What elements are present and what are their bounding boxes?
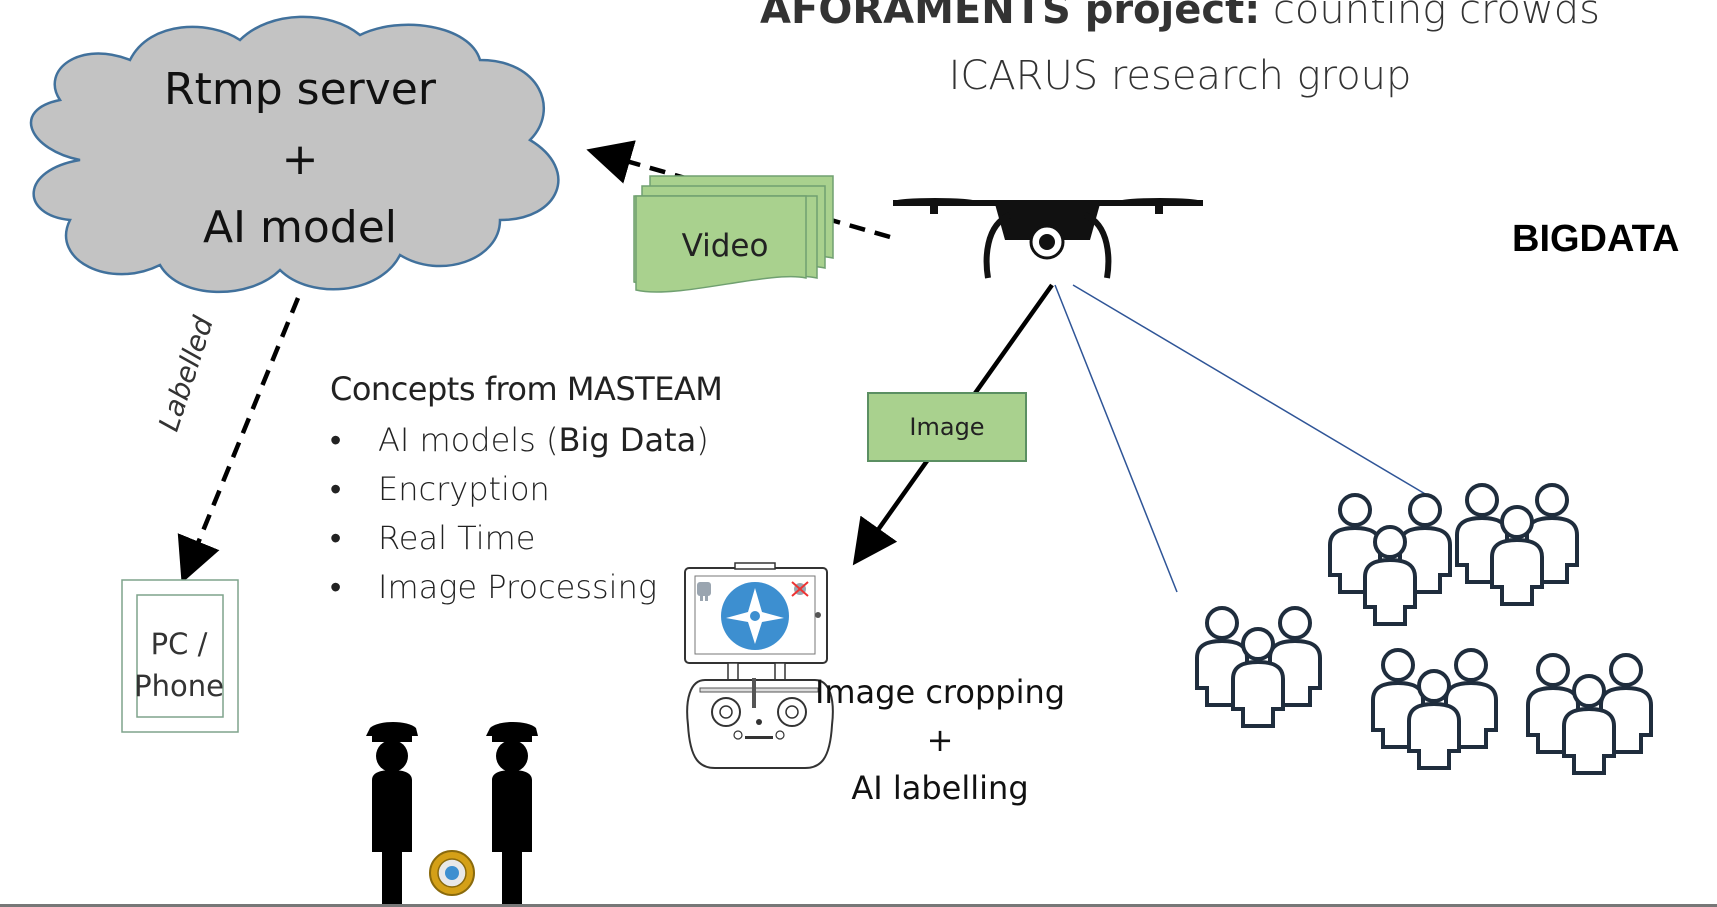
concept-item-image-processing: Image Processing xyxy=(330,563,722,612)
image-label: Image xyxy=(909,413,985,441)
crop-text-line-2: + xyxy=(926,721,954,759)
drone-line-to-crowd-right xyxy=(1072,284,1433,499)
pc-phone-label: PC / Phone xyxy=(122,623,236,707)
concept-item-ai: AI models (Big Data) xyxy=(330,416,722,465)
cloud-icon xyxy=(29,15,560,294)
drone-line-to-crowd-left xyxy=(1054,284,1178,593)
bottom-border xyxy=(0,904,1717,907)
concept-item-ai-post: ) xyxy=(696,421,709,459)
crop-labelling-text: Image cropping + AI labelling xyxy=(800,668,1080,812)
title-project-subtitle: counting crowds xyxy=(1260,0,1600,33)
concept-item-realtime: Real Time xyxy=(330,514,722,563)
labelled-arrow xyxy=(177,297,301,584)
pc-phone-label-line-2: Phone xyxy=(134,669,224,703)
video-label: Video xyxy=(681,228,769,264)
cloud-label-line-1: Rtmp server xyxy=(164,64,436,115)
cloud-label-line-2: + xyxy=(281,134,319,185)
concepts-heading: Concepts from MASTEAM xyxy=(330,370,723,408)
police-icon xyxy=(366,722,538,907)
title-line-2: ICARUS research group xyxy=(948,53,1412,99)
crop-text-line-3: AI labelling xyxy=(851,769,1029,807)
title-project-name: AFORAMENTS project: xyxy=(760,0,1261,33)
pc-phone-label-line-1: PC / xyxy=(150,627,208,661)
bigdata-label: BIGDATA xyxy=(1512,218,1680,260)
apple-icon xyxy=(791,581,809,597)
title-line-1: AFORAMENTS project: counting crowds xyxy=(600,0,1717,30)
drone-icon xyxy=(893,198,1203,279)
concept-item-ai-bold: Big Data xyxy=(558,421,697,459)
police-badge-icon xyxy=(429,850,475,896)
concept-item-ai-pre: AI models ( xyxy=(378,421,559,459)
crop-text-line-1: Image cropping xyxy=(814,673,1066,711)
concept-item-encryption: Encryption xyxy=(330,465,722,514)
video-box xyxy=(633,175,834,293)
pc-phone-icon xyxy=(121,579,239,733)
crowd-icon xyxy=(1195,483,1653,775)
concepts-list: AI models (Big Data) Encryption Real Tim… xyxy=(330,416,722,612)
image-box xyxy=(867,392,1027,462)
app-logo-icon xyxy=(721,582,789,650)
concepts-block: Concepts from MASTEAM AI models (Big Dat… xyxy=(330,370,723,612)
cloud-label-line-3: AI model xyxy=(202,202,398,253)
